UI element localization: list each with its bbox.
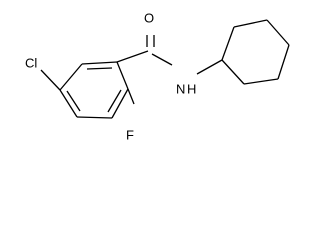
ring-bond-c4-c5 (76, 116, 113, 119)
bond-ring-carbonyl (116, 50, 149, 63)
bond-nitrogen-cyclohexyl (196, 59, 223, 75)
atom-oxygen-label: O (144, 10, 154, 25)
benzene-ring (59, 61, 129, 119)
structure-diagram: Cl F O N H (25, 10, 290, 142)
ring-double-bond-inner-1 (86, 67, 113, 70)
ring-bond-c2-c3 (59, 63, 83, 91)
cyclohexane-bond-4 (266, 19, 290, 46)
cyclohexane-bond-3 (277, 44, 290, 80)
ring-bond-c5-c6 (111, 88, 129, 119)
ring-double-bond-inner-3 (107, 89, 122, 113)
bond-ring-chlorine (40, 69, 61, 91)
atom-chlorine-label: Cl (25, 55, 37, 70)
atom-hydrogen-label: H (187, 81, 196, 96)
cyclohexane-ring (221, 19, 290, 85)
ring-bond-c1-c2 (81, 61, 118, 65)
atom-fluorine-label: F (126, 127, 134, 142)
cyclohexane-bond-2 (243, 78, 279, 85)
ring-double-bond-inner-2 (66, 90, 81, 112)
atom-nitrogen-label: N (176, 81, 185, 96)
ring-bond-c3-c4 (59, 89, 78, 118)
cyclohexane-bond-5 (233, 19, 268, 28)
bond-ring-fluorine (127, 88, 135, 105)
cyclohexane-bond-6 (221, 26, 235, 61)
ring-bond-c6-c1 (116, 61, 129, 90)
cyclohexane-bond-1 (221, 59, 245, 85)
bond-carbonyl-nitrogen (151, 53, 173, 66)
